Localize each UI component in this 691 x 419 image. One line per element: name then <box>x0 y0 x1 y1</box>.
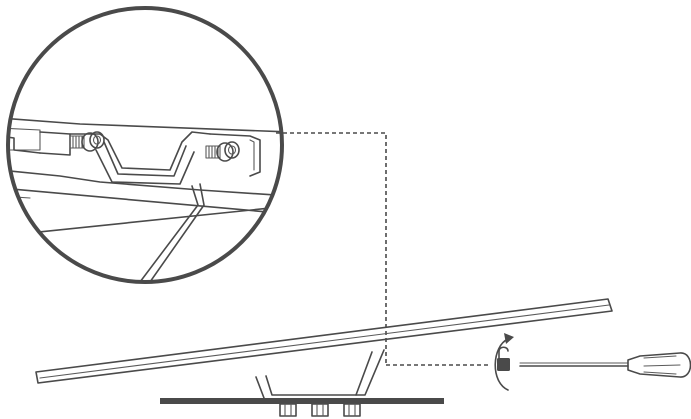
screw-right <box>205 141 240 162</box>
screwdriver-icon <box>519 352 691 378</box>
magnifier-ring <box>6 6 284 284</box>
mount-assembly <box>35 298 613 417</box>
base-plate <box>160 398 444 404</box>
detail-interior <box>8 117 282 282</box>
rotate-unlock-icon <box>494 333 514 391</box>
detail-magnifier <box>6 6 284 284</box>
screw-left <box>69 131 105 152</box>
callout-leader <box>276 132 488 366</box>
base-nuts <box>279 403 361 417</box>
